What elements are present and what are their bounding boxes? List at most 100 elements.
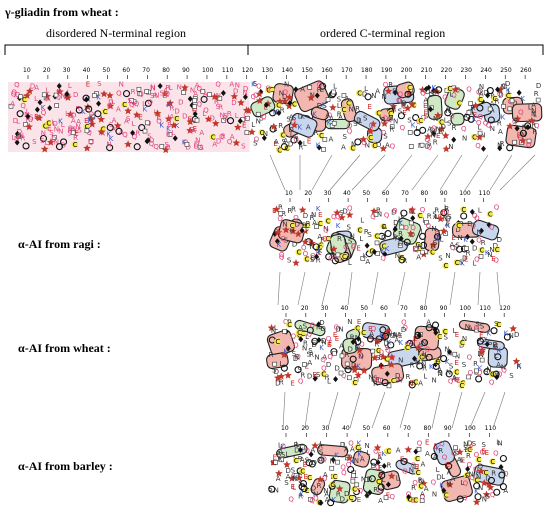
- gliadin-glycine-square: [192, 98, 197, 103]
- wheat-glycine-square: [386, 383, 392, 389]
- barley-residue: N: [497, 440, 502, 448]
- gliadin-threonine-diamond: [431, 130, 437, 137]
- gliadin-residue: A: [46, 96, 51, 104]
- wheat-residue: K: [387, 339, 392, 347]
- wheat-residue: L: [453, 327, 457, 335]
- gliadin-residue: N: [216, 92, 221, 100]
- wheat-proline-star: [387, 360, 396, 368]
- gliadin-residue: A: [283, 137, 288, 145]
- gliadin-ruler-label: 30: [63, 67, 71, 74]
- gliadin-residue: L: [202, 110, 206, 118]
- ragi-threonine-diamond: [299, 227, 305, 234]
- wheat-threonine-diamond: [384, 370, 390, 377]
- wheat-cysteine-marker: [374, 347, 382, 354]
- gliadin-residue: N: [279, 89, 284, 97]
- gliadin-residue: L: [358, 117, 362, 125]
- wheat-ruler-label: 50: [360, 305, 368, 312]
- wheat-circle-residue: [381, 379, 389, 387]
- wheat-cysteine-marker: [441, 328, 449, 335]
- wheat-residue: Q: [474, 324, 480, 332]
- gliadin-residue: L: [438, 127, 442, 135]
- ragi-residue: Q: [343, 243, 349, 251]
- gliadin-threonine-diamond: [34, 106, 40, 113]
- gliadin-residue: N: [365, 141, 370, 149]
- wheat-residue: K: [504, 329, 509, 337]
- gliadin-residue: Q: [424, 136, 430, 144]
- wheat-residue: R: [516, 363, 521, 371]
- gliadin-residue: N: [351, 141, 356, 149]
- gliadin-residue: E: [402, 109, 406, 117]
- gliadin-residue: L: [65, 110, 69, 118]
- gliadin-threonine-diamond: [145, 137, 151, 144]
- ragi-residue: E: [464, 256, 468, 264]
- gliadin-residue: E: [402, 103, 406, 111]
- wheat-glycine-square: [338, 370, 344, 376]
- alignment-connector: [431, 391, 441, 429]
- gliadin-proline-star: [441, 131, 450, 139]
- wheat-residue: K: [429, 363, 434, 371]
- gliadin-residue: K: [300, 113, 305, 121]
- gliadin-circle-residue: [354, 138, 362, 146]
- wheat-circle-residue: [492, 370, 500, 378]
- gliadin-residue: K: [182, 139, 187, 147]
- ragi-residue: E: [309, 240, 313, 248]
- ragi-residue: K: [363, 252, 368, 260]
- gliadin-residue: A: [329, 115, 334, 123]
- ragi-residue: Q: [280, 235, 286, 243]
- ragi-glycine-square: [399, 224, 405, 230]
- gliadin-hydrophobic-cluster: [511, 103, 543, 123]
- gliadin-residue: D: [71, 111, 76, 119]
- wheat-residue: A: [418, 379, 423, 387]
- barley-cysteine-marker: [347, 494, 354, 501]
- wheat-residue: A: [494, 369, 499, 377]
- wheat-cysteine-letter: C: [275, 338, 280, 346]
- wheat-residue: Q: [477, 369, 483, 377]
- label-barley: α-AI from barley :: [18, 459, 113, 473]
- alignment-connector: [297, 271, 306, 306]
- gliadin-residue: Q: [134, 100, 140, 108]
- ragi-residue: Q: [323, 227, 329, 235]
- ragi-residue: S: [310, 256, 315, 264]
- gliadin-cysteine-marker: [344, 99, 352, 107]
- gliadin-threonine-diamond: [64, 90, 70, 97]
- gliadin-cysteine-marker: [504, 92, 512, 99]
- ragi-proline-star: [274, 228, 283, 236]
- gliadin-residue: S: [322, 102, 327, 110]
- wheat-residue: L: [477, 350, 481, 358]
- gliadin-glycine-square: [487, 106, 493, 112]
- gliadin-residue: Q: [383, 114, 389, 122]
- barley-residue: K: [474, 488, 479, 496]
- barley-glycine-square: [308, 496, 313, 502]
- gliadin-proline-star: [88, 120, 96, 128]
- ragi-threonine-diamond: [469, 238, 475, 245]
- gliadin-residue: D: [194, 141, 199, 149]
- wheat-residue: E: [333, 331, 337, 339]
- gliadin-proline-star: [164, 114, 173, 123]
- ragi-cysteine-marker: [295, 248, 302, 256]
- ragi-residue: Q: [470, 222, 476, 230]
- gliadin-residue: Q: [400, 124, 406, 132]
- gliadin-cysteine-letter: C: [372, 142, 377, 150]
- gliadin-circle-residue: [85, 105, 93, 113]
- gliadin-residue: E: [84, 117, 88, 125]
- wheat-residue: A: [397, 331, 402, 339]
- barley-residue: E: [273, 454, 277, 462]
- barley-cysteine-letter: C: [475, 476, 480, 484]
- wheat-residue: Q: [454, 376, 460, 384]
- ragi-cysteine-marker: [398, 254, 405, 261]
- gliadin-residue: K: [96, 93, 101, 101]
- gliadin-residue: N: [531, 107, 536, 115]
- ragi-cysteine-marker: [340, 253, 348, 260]
- gliadin-residue: A: [169, 113, 174, 121]
- barley-residue: L: [396, 474, 400, 482]
- ragi-proline-star: [338, 213, 346, 221]
- gliadin-residue: A: [112, 117, 117, 125]
- gliadin-glycine-square: [142, 128, 148, 134]
- gliadin-residue: R: [313, 129, 318, 137]
- gliadin-residue: Q: [197, 85, 203, 93]
- gliadin-residue: L: [235, 112, 239, 120]
- gliadin-residue: K: [88, 117, 93, 125]
- ragi-residue: Q: [403, 224, 409, 232]
- gliadin-residue: Q: [381, 129, 387, 137]
